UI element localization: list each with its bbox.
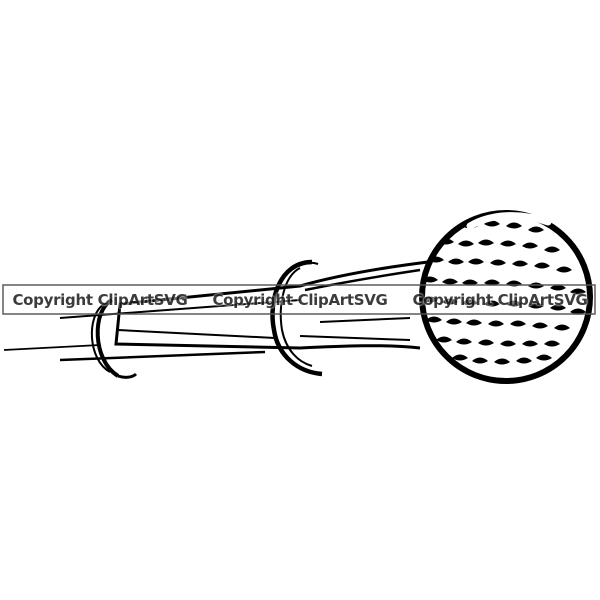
motion-trail [3, 260, 429, 362]
front-motion-ring [270, 259, 323, 377]
golf-ball [419, 210, 593, 384]
rear-motion-ring [91, 298, 138, 379]
watermark-banner [2, 284, 596, 315]
